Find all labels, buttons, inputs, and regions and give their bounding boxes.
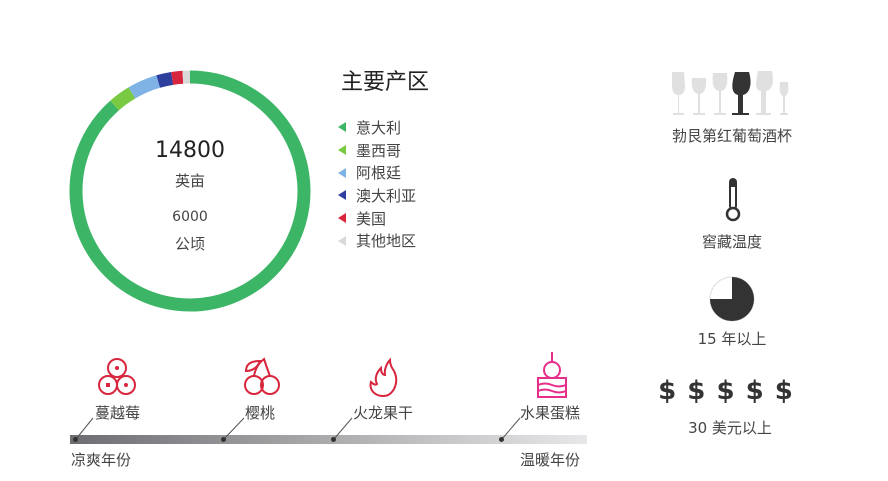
timeline-dot bbox=[221, 437, 226, 442]
temp-label: 窖藏温度 bbox=[701, 233, 762, 251]
area-hectares-value: 6000 bbox=[172, 209, 208, 225]
vintage-gradient-bar bbox=[70, 435, 587, 444]
timeline-dot bbox=[331, 437, 336, 442]
donut-chart bbox=[69, 70, 311, 312]
price-dollar-icons: $ $ $ $ $ bbox=[658, 376, 794, 406]
legend: 意大利墨西哥阿根廷澳大利亚美国其他地区 bbox=[338, 116, 416, 252]
legend-marker-icon bbox=[338, 190, 346, 201]
legend-label: 意大利 bbox=[356, 118, 402, 137]
legend-label: 其他地区 bbox=[356, 232, 417, 251]
legend-item: 墨西哥 bbox=[338, 139, 416, 162]
timeline-label-cherry: 樱桃 bbox=[245, 404, 276, 422]
timeline-dot bbox=[73, 437, 78, 442]
cranberry-icon bbox=[98, 358, 136, 395]
cherry-icon bbox=[244, 357, 280, 395]
legend-marker-icon bbox=[338, 235, 346, 246]
area-acres-unit: 英亩 bbox=[174, 172, 205, 190]
timeline-dot bbox=[499, 437, 504, 442]
warm-vintage-label: 温暖年份 bbox=[520, 451, 581, 469]
timeline-label-cranberry: 蔓越莓 bbox=[95, 404, 141, 422]
area-acres-value: 14800 bbox=[155, 138, 225, 163]
legend-label: 澳大利亚 bbox=[356, 186, 417, 205]
cool-vintage-label: 凉爽年份 bbox=[71, 451, 132, 469]
legend-label: 墨西哥 bbox=[356, 141, 402, 160]
donut-slice-2 bbox=[128, 75, 161, 99]
legend-label: 阿根廷 bbox=[356, 164, 402, 183]
legend-marker-icon bbox=[338, 122, 346, 133]
legend-label: 美国 bbox=[356, 209, 387, 228]
legend-item: 其他地区 bbox=[338, 229, 416, 252]
price-label: 30 美元以上 bbox=[688, 419, 772, 437]
legend-marker-icon bbox=[338, 145, 346, 156]
donut-slice-0 bbox=[69, 70, 311, 312]
legend-item: 意大利 bbox=[338, 116, 416, 139]
donut-slice-3 bbox=[156, 71, 174, 88]
donut-slice-1 bbox=[110, 87, 136, 111]
legend-marker-icon bbox=[338, 167, 346, 178]
flame-icon bbox=[369, 358, 398, 398]
legend-item: 美国 bbox=[338, 207, 416, 230]
wine-glasses-icon bbox=[672, 71, 789, 115]
area-hectares-unit: 公顷 bbox=[174, 235, 205, 253]
legend-item: 阿根廷 bbox=[338, 161, 416, 184]
glass-label: 勃艮第红葡萄酒杯 bbox=[671, 127, 792, 145]
thermometer-icon bbox=[725, 178, 741, 222]
aging-pie-icon bbox=[709, 276, 755, 322]
timeline-label-dragonfruit: 火龙果干 bbox=[353, 404, 414, 422]
cake-icon bbox=[537, 352, 567, 398]
legend-item: 澳大利亚 bbox=[338, 184, 416, 207]
donut-slice-4 bbox=[171, 70, 184, 85]
aging-label: 15 年以上 bbox=[697, 330, 767, 348]
legend-marker-icon bbox=[338, 213, 346, 224]
legend-title: 主要产区 bbox=[341, 70, 430, 95]
timeline-label-fruitcake: 水果蛋糕 bbox=[520, 404, 581, 422]
